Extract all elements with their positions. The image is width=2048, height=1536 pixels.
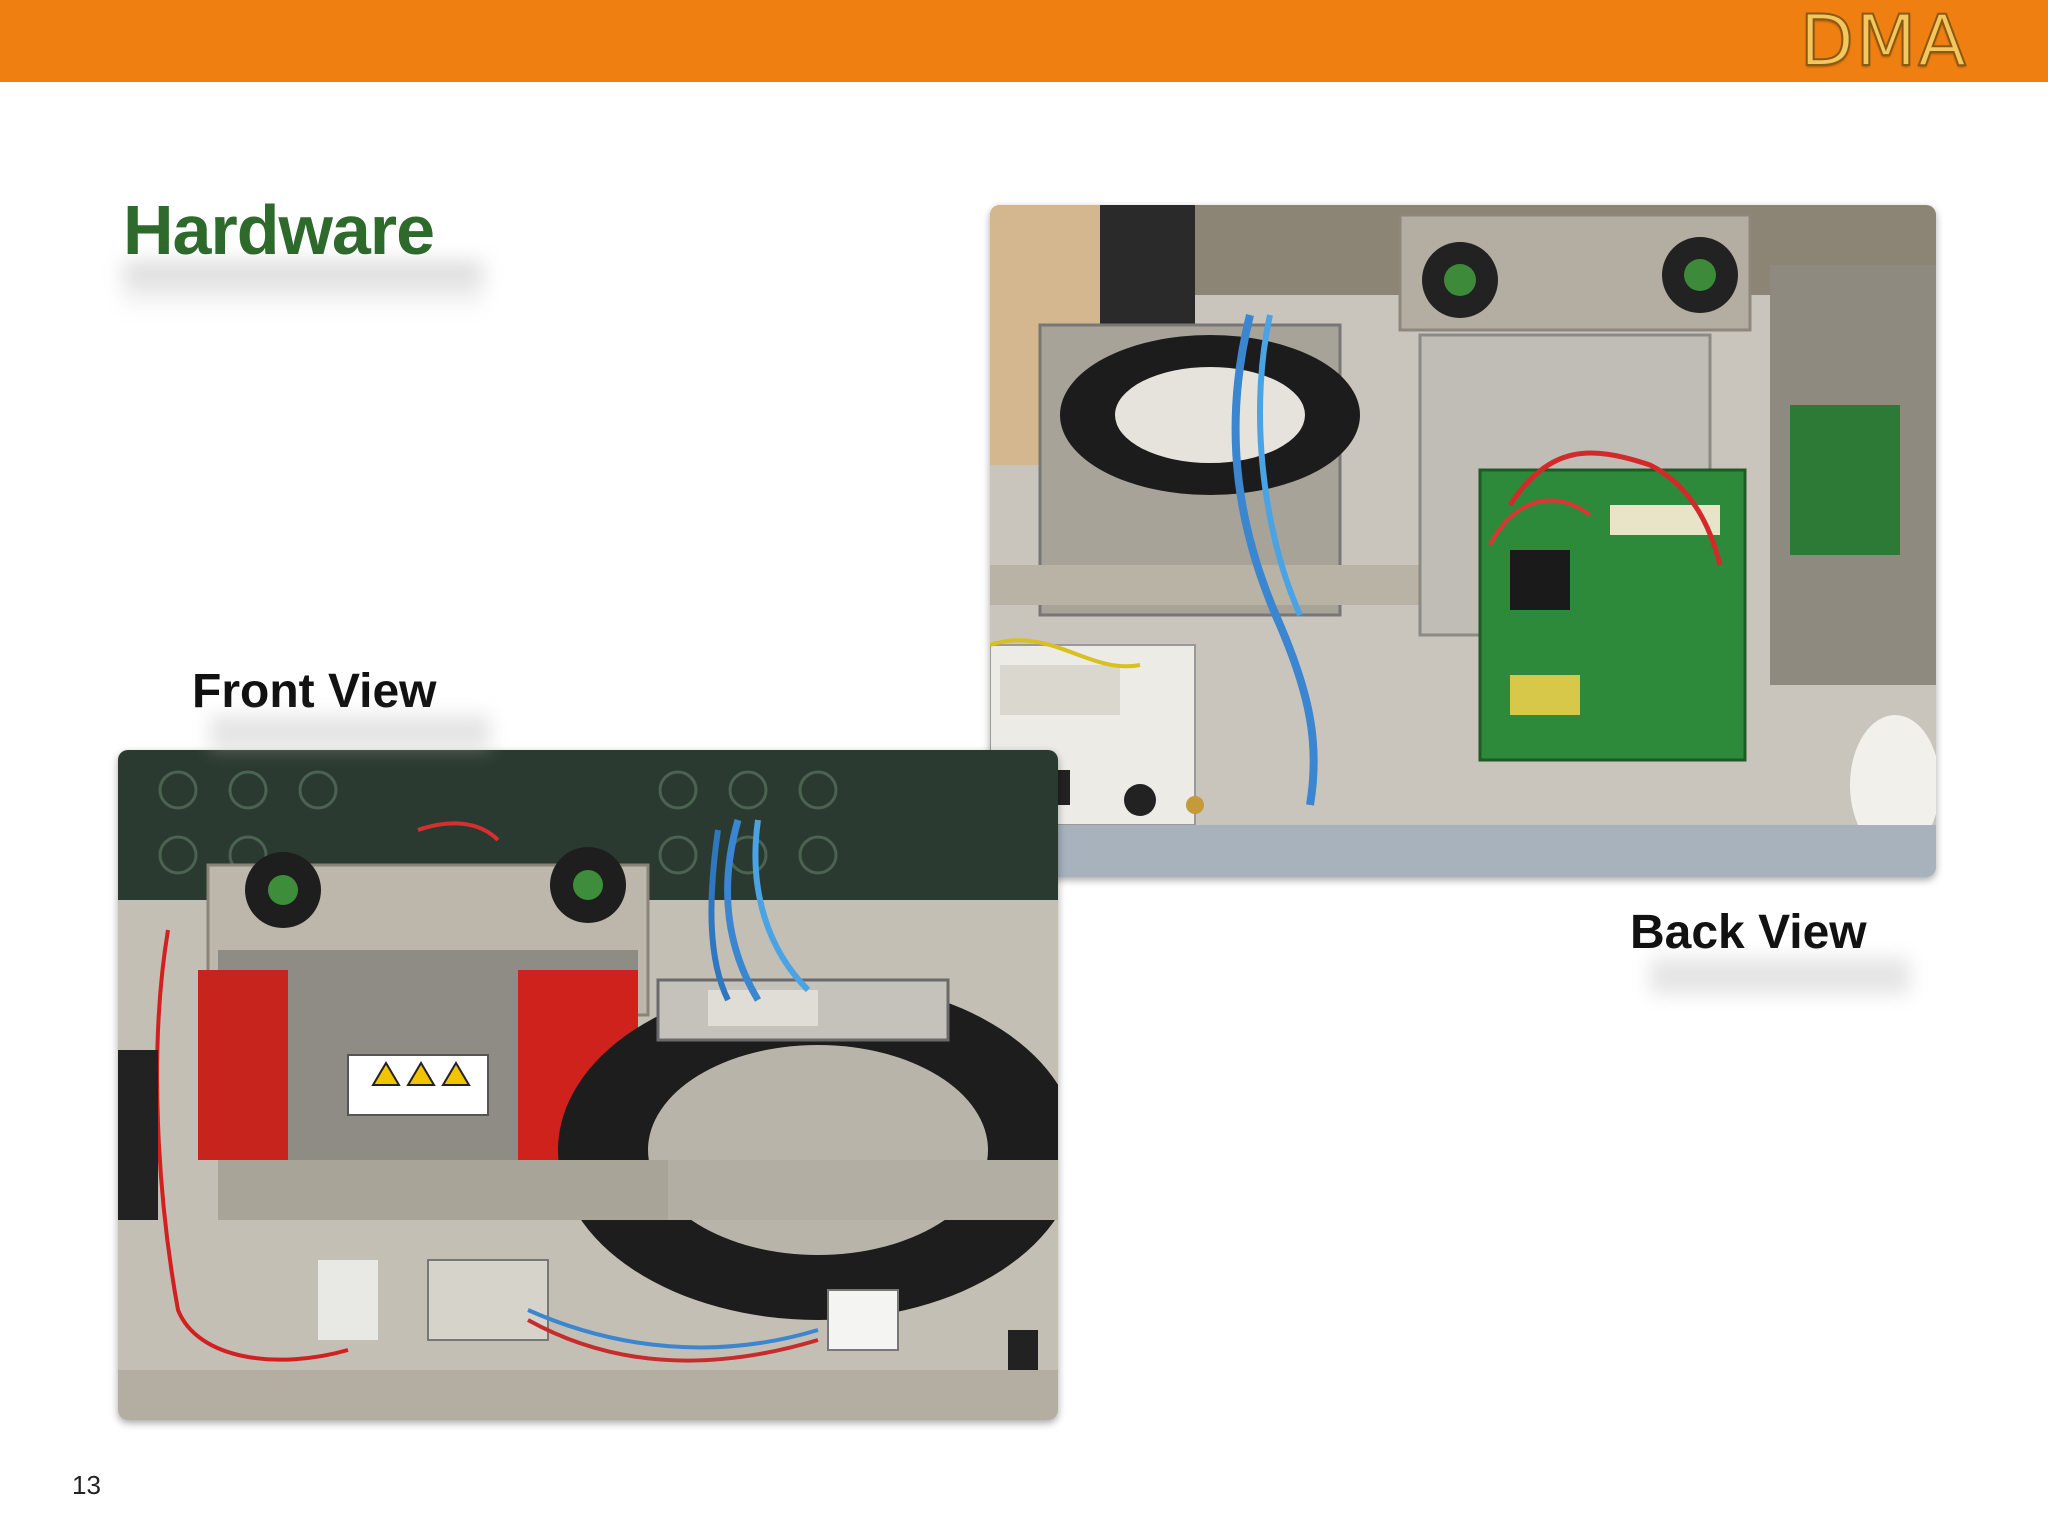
front-view-label-reflection: [210, 715, 490, 751]
front-view-label: Front View: [192, 665, 437, 718]
front-view-photo: [118, 750, 1058, 1420]
back-view-photo: [990, 205, 1936, 877]
back-view-label-reflection: [1650, 958, 1910, 994]
dma-logo: DMA: [1799, 0, 1968, 82]
page-number: 13: [72, 1470, 101, 1500]
title-reflection: [123, 262, 483, 312]
slide-title: Hardware: [123, 191, 435, 269]
back-view-label: Back View: [1630, 906, 1867, 959]
header-bar: DMA: [0, 0, 2048, 82]
